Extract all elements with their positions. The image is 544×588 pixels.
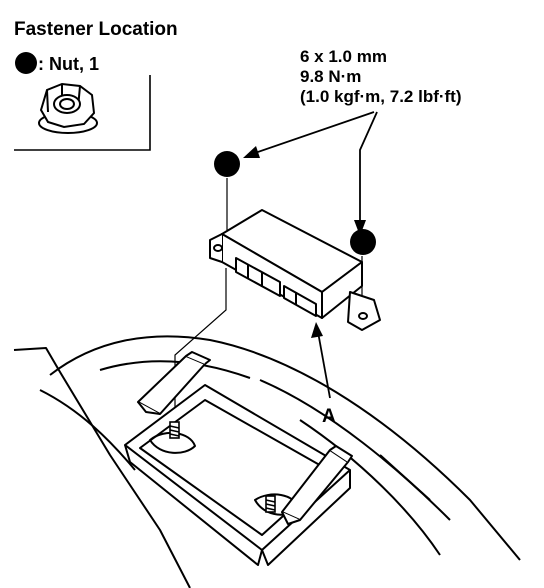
nut-label: : Nut, 1 (38, 54, 99, 74)
floor-panel (13, 335, 521, 588)
fastener-legend: Fastener Location : Nut, 1 (14, 19, 178, 151)
mounting-studs (169, 421, 276, 513)
legend-frame (14, 75, 151, 151)
nut-marker-left (214, 151, 240, 177)
part-a-callout: A (311, 322, 336, 427)
torque-value-nm: 9.8 N·m (300, 67, 361, 86)
hex-nut-icon (38, 82, 98, 134)
torque-spec: 6 x 1.0 mm 9.8 N·m (1.0 kgf·m, 7.2 lbf·f… (300, 47, 462, 106)
torque-leaders (243, 111, 378, 236)
part-a-label: A (322, 406, 336, 427)
legend-title: Fastener Location (14, 19, 178, 40)
nut-marker-right (350, 229, 376, 255)
control-module (209, 209, 381, 331)
torque-value-alt: (1.0 kgf·m, 7.2 lbf·ft) (300, 87, 462, 106)
support-brackets (137, 351, 353, 525)
torque-size: 6 x 1.0 mm (300, 47, 387, 66)
nut-bullet-icon (15, 52, 37, 74)
